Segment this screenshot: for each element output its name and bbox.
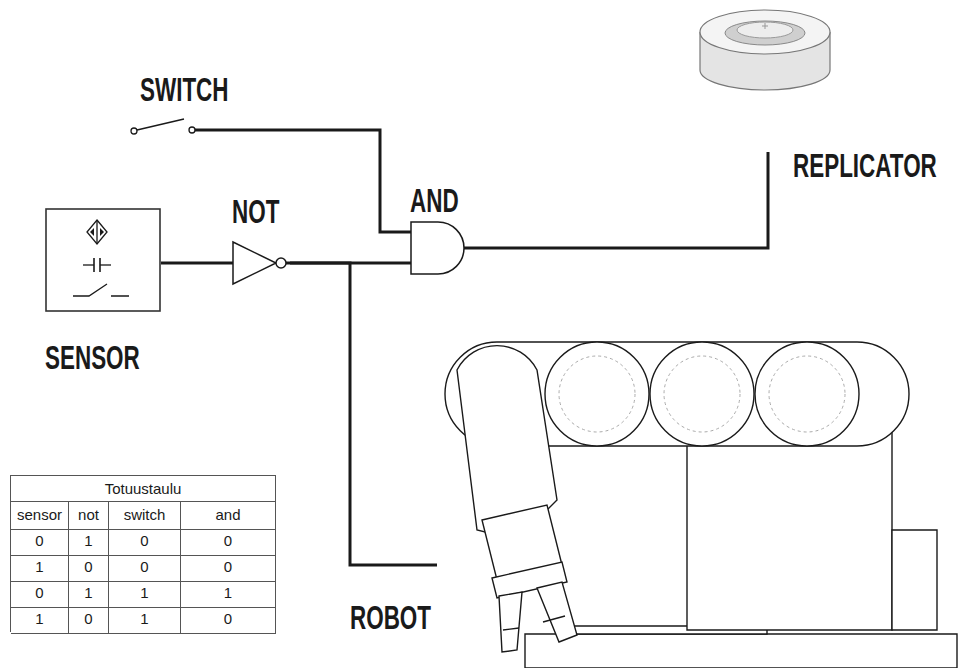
truth-table: Totuustaulusensornotswitchand01001000011… [10,475,276,632]
component-label: ROBOT [350,600,431,634]
switch-symbol [128,118,198,140]
not-gate: NOT [230,238,290,288]
signal-wire [198,130,408,232]
table-header: switch [109,502,181,530]
table-cell: 0 [181,606,276,634]
table-cell: 1 [11,606,69,634]
table-cell: 0 [181,554,276,582]
sensor-node: SENSOR [45,208,161,312]
replicator-symbol [695,0,835,152]
signal-wire [290,263,437,565]
table-cell: 0 [109,554,181,582]
robot-node: ROBOT [437,330,957,668]
component-label: SWITCH [140,72,229,106]
table-cell: 1 [11,554,69,582]
table-cell: 1 [69,580,109,608]
table-cell: 1 [69,528,109,556]
table-cell: 0 [11,580,69,608]
signal-wire [161,262,230,265]
table-cell: 0 [181,528,276,556]
table-cell: 1 [181,580,276,608]
and-symbol [408,220,468,276]
switch-node: SWITCH [128,118,198,140]
table-header: not [69,502,109,530]
signal-wire [468,152,768,248]
table-cell: 0 [69,554,109,582]
not-symbol [230,238,290,288]
component-label: REPLICATOR [793,148,937,182]
and-gate: AND [408,220,468,276]
table-title: Totuustaulu [11,476,276,502]
table-cell: 0 [109,528,181,556]
table-cell: 1 [109,580,181,608]
table-cell: 0 [11,528,69,556]
component-label: NOT [232,194,279,228]
table-header: sensor [11,502,69,530]
table-cell: 1 [109,606,181,634]
component-label: AND [410,183,459,217]
robot-symbol [437,330,957,668]
table-cell: 0 [69,606,109,634]
replicator-node: REPLICATOR [695,0,835,152]
component-label: SENSOR [45,340,140,374]
sensor-symbol [45,208,161,312]
table-header: and [181,502,276,530]
